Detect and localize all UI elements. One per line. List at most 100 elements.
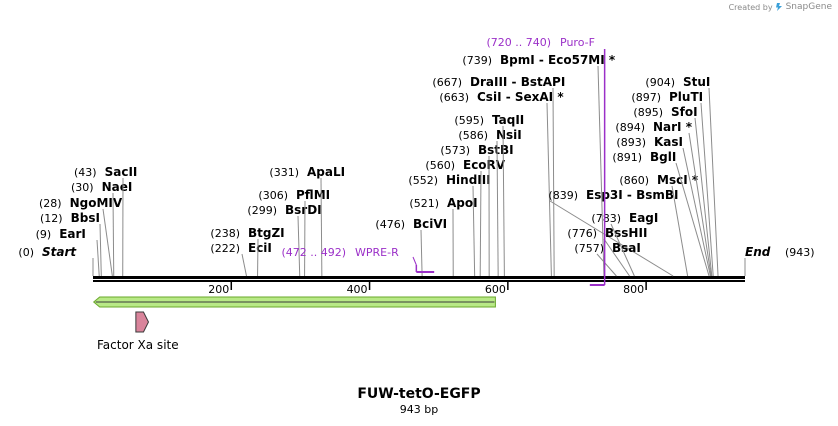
site-position-label: (904) bbox=[645, 76, 675, 89]
ruler-tick-label: 200 bbox=[208, 283, 229, 296]
site-cut-line bbox=[671, 185, 689, 277]
primer-name-label: Puro-F bbox=[560, 36, 595, 49]
site-position-label: (739) bbox=[462, 54, 492, 67]
site-name-label: EcoRV bbox=[463, 158, 506, 172]
snapgene-logo-icon bbox=[775, 3, 782, 11]
restriction-sites: (9)EarI (12) BbsI (28) NgoMIV (30) NaeI (43) Sac… bbox=[36, 53, 719, 277]
site-cut-line bbox=[420, 229, 423, 277]
site-cut-line bbox=[112, 192, 115, 277]
restriction-site-ecorv: (560)EcoRV bbox=[425, 158, 506, 277]
restriction-site-nari: (894) NarI * bbox=[615, 120, 712, 277]
site-cut-line bbox=[603, 238, 630, 277]
plasmid-length: 943 bp bbox=[399, 403, 439, 416]
site-cut-line bbox=[682, 147, 711, 277]
site-position-label: (43) bbox=[74, 166, 97, 179]
site-position-label: (476) bbox=[375, 218, 405, 231]
site-cut-line bbox=[700, 102, 714, 277]
primer-name-label: WPRE-R bbox=[355, 246, 399, 259]
site-position-label: (893) bbox=[616, 136, 646, 149]
restriction-site-bgli: (891)BglI bbox=[612, 150, 710, 277]
site-name-label: SacII bbox=[105, 165, 138, 179]
site-name-label: EagI bbox=[629, 211, 658, 225]
site-name-label: SfoI bbox=[671, 105, 698, 119]
restriction-site-apali: (331)ApaLI bbox=[269, 165, 345, 277]
restriction-site-eagi: (783)EagI bbox=[591, 211, 658, 277]
site-cut-line bbox=[241, 253, 247, 277]
site-name-label: ApaLI bbox=[307, 165, 345, 179]
site-cut-line bbox=[496, 140, 499, 277]
restriction-site-sacii: (43) SacII bbox=[74, 165, 138, 277]
site-name-label: EciI bbox=[248, 241, 272, 255]
restriction-site-stui: (904) StuI bbox=[645, 75, 719, 277]
site-name-label: BbsI bbox=[71, 211, 100, 225]
site-position-label: (28) bbox=[39, 197, 62, 210]
backbone-bottom-strand bbox=[93, 280, 745, 282]
restriction-site-bstbi: (573) BstBI bbox=[440, 143, 514, 277]
restriction-site-bcivi: (476)BciVI bbox=[375, 217, 447, 277]
restriction-site-bsai: (757)BsaI bbox=[574, 241, 641, 277]
end-position-label: (943) bbox=[785, 246, 815, 259]
restriction-site-bpmi: (739) BpmI - Eco57MI * bbox=[462, 53, 616, 277]
site-position-label: (12) bbox=[40, 212, 63, 225]
site-name-label: PflMI bbox=[296, 188, 330, 202]
site-name-label: MscI * bbox=[657, 173, 699, 187]
site-name-label: BpmI - Eco57MI * bbox=[500, 53, 616, 67]
ruler-tick-label: 600 bbox=[485, 283, 506, 296]
site-name-label: CsiI - SexAI * bbox=[477, 90, 564, 104]
primer-wpre-r: (472 .. 492)WPRE-R bbox=[281, 246, 435, 273]
site-cut-line bbox=[675, 162, 710, 277]
site-cut-line bbox=[597, 65, 605, 277]
restriction-site-ngomiv: (28) NgoMIV bbox=[39, 196, 123, 277]
site-name-label: NsiI bbox=[496, 128, 522, 142]
site-name-label: BsrDI bbox=[285, 203, 322, 217]
site-cut-line bbox=[102, 208, 113, 277]
restriction-site-sfoi: (895) SfoI bbox=[633, 105, 713, 277]
site-position-label: (306) bbox=[258, 189, 288, 202]
site-position-label: (897) bbox=[631, 91, 661, 104]
site-position-label: (30) bbox=[71, 181, 94, 194]
site-name-label: HindIII bbox=[446, 173, 491, 187]
site-position-label: (839) bbox=[548, 189, 578, 202]
site-cut-line bbox=[99, 223, 102, 277]
site-name-label: BglI bbox=[650, 150, 676, 164]
site-position-label: (573) bbox=[440, 144, 470, 157]
restriction-site-pluti: (897) PluTI bbox=[631, 90, 714, 277]
site-name-label: NaeI bbox=[102, 180, 133, 194]
site-cut-line bbox=[708, 87, 719, 277]
plasmid-name: FUW-tetO-EGFP bbox=[357, 386, 481, 402]
restriction-site-eari: (9)EarI bbox=[36, 227, 100, 277]
restriction-site-bsshii: (776)BssHII bbox=[567, 226, 647, 277]
start-label: Start bbox=[42, 245, 77, 259]
site-position-label: (521) bbox=[409, 197, 439, 210]
site-cut-line bbox=[549, 200, 674, 277]
site-name-label: BtgZI bbox=[248, 226, 285, 240]
restriction-site-apoi: (521) ApoI bbox=[409, 196, 478, 277]
site-cut-line bbox=[552, 87, 555, 277]
site-name-label: ApoI bbox=[447, 196, 478, 210]
site-name-label: BsaI bbox=[612, 241, 641, 255]
site-cut-line bbox=[546, 102, 552, 277]
site-position-label: (895) bbox=[633, 106, 663, 119]
site-position-label: (894) bbox=[615, 121, 645, 134]
restriction-site-csii: (663) CsiI - SexAI * bbox=[439, 90, 564, 277]
site-name-label: Esp3I - BsmBI bbox=[586, 188, 678, 202]
site-cut-line bbox=[320, 177, 323, 277]
backbone-top-strand bbox=[93, 276, 745, 279]
site-name-label: PluTI bbox=[669, 90, 703, 104]
site-name-label: TaqII bbox=[492, 113, 524, 127]
site-position-label: (299) bbox=[247, 204, 277, 217]
restriction-site-taqii: (595) TaqII bbox=[454, 113, 524, 277]
site-position-label: (222) bbox=[210, 242, 240, 255]
restriction-site-msci: (860)MscI * bbox=[619, 173, 699, 277]
start-position-label: (0) bbox=[18, 246, 34, 259]
restriction-site-nsii: (586)NsiI bbox=[458, 128, 522, 277]
site-name-label: NgoMIV bbox=[70, 196, 123, 210]
site-position-label: (663) bbox=[439, 91, 469, 104]
site-name-label: NarI * bbox=[653, 120, 693, 134]
site-cut-line bbox=[96, 239, 100, 277]
site-name-label: StuI bbox=[683, 75, 710, 89]
site-position-label: (595) bbox=[454, 114, 484, 127]
site-cut-line bbox=[596, 253, 617, 277]
site-name-label: BstBI bbox=[478, 143, 514, 157]
